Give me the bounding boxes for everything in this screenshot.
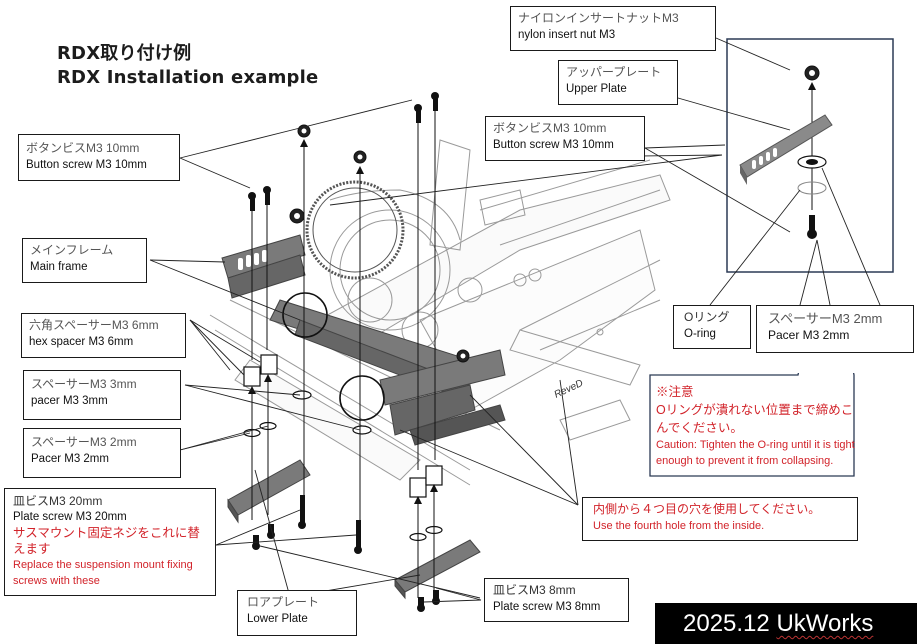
- spur-gear: [305, 180, 405, 280]
- label-fourth-hole: 内側から４つ目の穴を使用してください。 Use the fourth hole …: [582, 497, 858, 541]
- frame-slots: [238, 250, 267, 270]
- page-title: RDX取り付け例 RDX Installation example: [57, 42, 318, 90]
- inset-o-ring: [797, 181, 827, 195]
- replace-note-en: Replace the suspension mount fixing scre…: [13, 559, 193, 587]
- label-main-frame: メインフレーム Main frame: [22, 238, 147, 283]
- label-button-screw-right: ボタンビスM3 10mm Button screw M3 10mm: [485, 116, 645, 161]
- title-jp: RDX取り付け例: [57, 43, 192, 64]
- label-nylon-insert-nut: ナイロンインサートナットM3 nylon insert nut M3: [510, 6, 716, 51]
- caution-callout: ※注意 Oリングが潰れない位置まで締めこんでください。 Caution: Tig…: [648, 373, 855, 477]
- label-spacer-2mm-right: スペーサーM3 2mm Pacer M3 2mm: [756, 305, 914, 353]
- label-lower-plate: ロアプレート Lower Plate: [237, 590, 357, 636]
- label-o-ring: Oリング O-ring: [673, 305, 751, 349]
- caution-heading: ※注意: [656, 385, 694, 399]
- title-en: RDX Installation example: [57, 67, 319, 88]
- inset-upper-plate: [739, 114, 833, 185]
- label-hex-spacer: 六角スペーサーM3 6mm hex spacer M3 6mm: [21, 313, 186, 358]
- caution-text-jp: Oリングが潰れない位置まで締めこんでください。: [656, 403, 854, 435]
- credit-author: UkWorks: [776, 610, 874, 637]
- lower-plates: [227, 459, 481, 600]
- brand-mark: ReveD: [553, 378, 585, 401]
- label-spacer-3mm: スペーサーM3 3mm pacer M3 3mm: [23, 370, 181, 420]
- spacers: [243, 354, 443, 542]
- leader-lines: [149, 37, 881, 603]
- label-button-screw-left: ボタンビスM3 10mm Button screw M3 10mm: [18, 134, 180, 181]
- assembly-arrows: [248, 82, 816, 598]
- highlight-circle: [339, 375, 385, 421]
- highlight-circle: [282, 292, 328, 338]
- label-upper-plate: アッパープレート Upper Plate: [558, 60, 678, 105]
- label-plate-screw-20mm: 皿ビスM3 20mm Plate screw M3 20mm サスマウント固定ネ…: [4, 488, 216, 596]
- caution-text-en: Caution: Tighten the O-ring until it is …: [656, 439, 855, 467]
- replace-note-jp: サスマウント固定ネジをこれに替えます: [13, 526, 200, 556]
- label-plate-screw-8mm: 皿ビスM3 8mm Plate screw M3 8mm: [484, 578, 629, 622]
- credit-date: 2025.12: [683, 610, 770, 637]
- chassis-illustration: [209, 139, 671, 486]
- credit-banner: 2025.12 UkWorks: [655, 603, 917, 644]
- detail-inset-panel: [726, 38, 894, 273]
- label-spacer-2mm-left: スペーサーM3 2mm Pacer M3 2mm: [23, 428, 181, 478]
